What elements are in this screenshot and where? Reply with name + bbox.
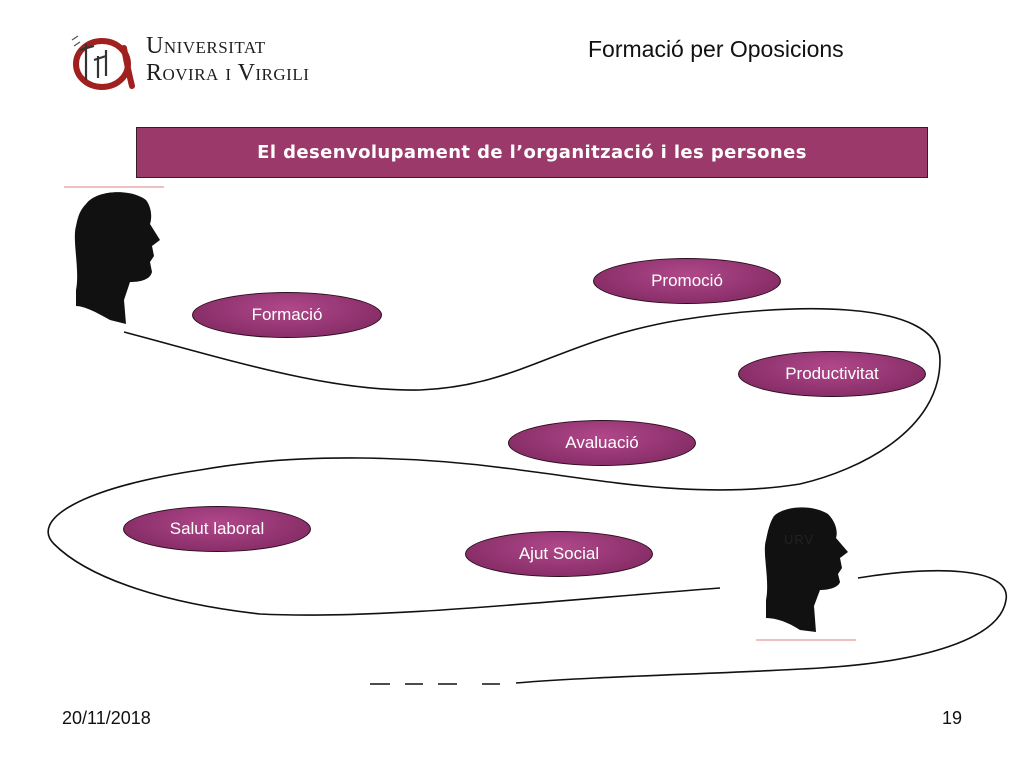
- person-silhouette-icon: [64, 186, 164, 324]
- urv-logo-mark-icon: [71, 35, 135, 90]
- urv-silhouette-icon: [756, 507, 856, 641]
- slide-title: Formació per Oposicions: [588, 36, 844, 62]
- career-path-return-curve: [515, 569, 1007, 684]
- node-formacio: Formació: [192, 292, 382, 338]
- logo-line-1: Universitat: [146, 33, 266, 59]
- career-path-curve: [47, 307, 941, 616]
- node-avaluacio: Avaluació: [508, 420, 696, 466]
- node-promocio: Promoció: [593, 258, 781, 304]
- urv-logo-text: Universitat Rovira i Virgili: [146, 33, 309, 87]
- node-ajut-social: Ajut Social: [465, 531, 653, 577]
- page-number: 19: [942, 708, 963, 728]
- footer-date: 20/11/2018: [62, 708, 151, 728]
- logo-line-2: Rovira i Virgili: [146, 60, 310, 86]
- urv-logo: Universitat Rovira i Virgili: [66, 30, 316, 92]
- node-productivitat: Productivitat: [738, 351, 926, 397]
- urv-label: URV: [784, 532, 815, 547]
- node-salut-laboral: Salut laboral: [123, 506, 311, 552]
- topic-banner: El desenvolupament de l’organització i l…: [136, 127, 928, 178]
